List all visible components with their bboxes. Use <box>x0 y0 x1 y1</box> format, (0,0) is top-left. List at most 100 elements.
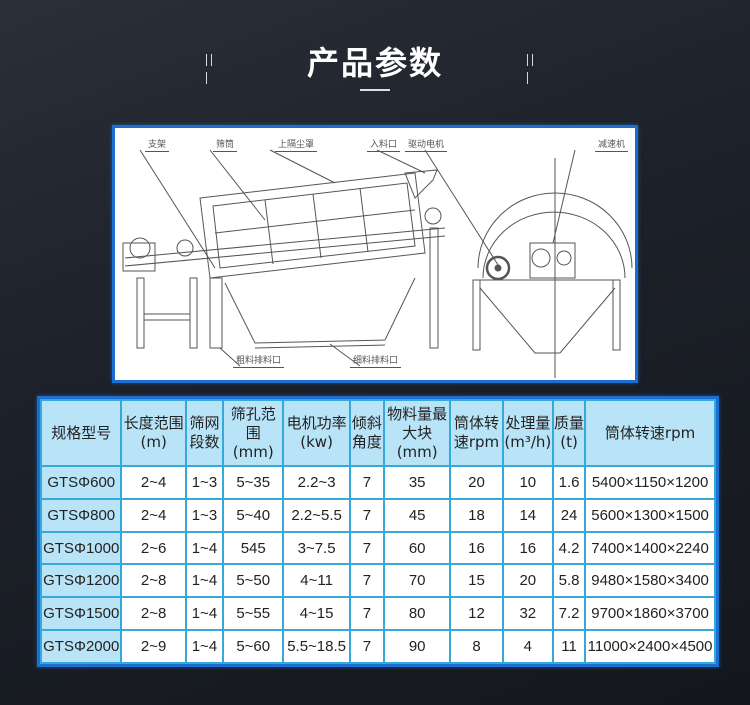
title-underline <box>360 89 390 91</box>
cell-drum-speed: 18 <box>449 497 504 533</box>
cell-aperture: 5~35 <box>222 465 285 500</box>
cell-tilt-angle: 7 <box>348 497 385 533</box>
col-header-motor-power: 电机功率(kw) <box>282 399 351 467</box>
cell-model: GTSΦ1200 <box>39 563 123 599</box>
col-header-length: 长度范围(m) <box>120 399 187 467</box>
cell-capacity: 32 <box>501 596 554 632</box>
cell-aperture: 545 <box>222 530 285 566</box>
cell-tilt-angle: 7 <box>348 563 385 599</box>
cell-weight: 24 <box>551 497 587 533</box>
decorative-ticks-right <box>527 53 541 84</box>
cell-model: GTSΦ2000 <box>39 629 123 664</box>
cell-screen-sections: 1~3 <box>184 497 225 533</box>
col-header-model: 规格型号 <box>39 399 123 467</box>
table-header-row: 规格型号 长度范围(m) 筛网段数 筛孔范围(mm) 电机功率(kw) 倾斜角度… <box>39 399 716 467</box>
cell-motor-power: 5.5~18.5 <box>282 629 351 664</box>
cell-length: 2~4 <box>120 497 187 533</box>
cell-dimensions: 5400×1150×1200 <box>584 465 716 500</box>
cell-capacity: 16 <box>501 530 554 566</box>
cell-dimensions: 9480×1580×3400 <box>584 563 716 599</box>
cell-max-lump: 60 <box>382 530 452 566</box>
decorative-ticks-left <box>206 53 220 84</box>
col-header-drum-speed: 筒体转速rpm <box>449 399 504 467</box>
cell-weight: 5.8 <box>551 563 587 599</box>
cell-tilt-angle: 7 <box>348 465 385 500</box>
cell-weight: 7.2 <box>551 596 587 632</box>
cell-length: 2~4 <box>120 465 187 500</box>
table-row: GTSΦ1200 2~8 1~4 5~50 4~11 7 70 15 20 5.… <box>39 563 716 599</box>
machine-diagram: 支架 筛筒 上隔尘罩 入料口 驱动电机 减速机 粗料排料口 细料排料口 <box>112 125 638 383</box>
cell-capacity: 4 <box>501 629 554 664</box>
cell-max-lump: 45 <box>382 497 452 533</box>
spec-table: 规格型号 长度范围(m) 筛网段数 筛孔范围(mm) 电机功率(kw) 倾斜角度… <box>39 399 716 664</box>
cell-aperture: 5~50 <box>222 563 285 599</box>
cell-motor-power: 3~7.5 <box>282 530 351 566</box>
table-row: GTSΦ1000 2~6 1~4 545 3~7.5 7 60 16 16 4.… <box>39 530 716 566</box>
trommel-drawing <box>122 149 633 378</box>
cell-motor-power: 4~11 <box>282 563 351 599</box>
cell-screen-sections: 1~4 <box>184 629 225 664</box>
cell-screen-sections: 1~4 <box>184 596 225 632</box>
cell-dimensions: 7400×1400×2240 <box>584 530 716 566</box>
col-header-capacity: 处理量(m³/h) <box>501 399 554 467</box>
col-header-screen-sections: 筛网段数 <box>184 399 225 467</box>
cell-model: GTSΦ1500 <box>39 596 123 632</box>
cell-length: 2~8 <box>120 596 187 632</box>
cell-capacity: 14 <box>501 497 554 533</box>
col-header-dimensions: 筒体转速rpm <box>584 399 716 467</box>
cell-model: GTSΦ800 <box>39 497 123 533</box>
cell-aperture: 5~55 <box>222 596 285 632</box>
table-row: GTSΦ1500 2~8 1~4 5~55 4~15 7 80 12 32 7.… <box>39 596 716 632</box>
cell-drum-speed: 8 <box>449 629 504 664</box>
cell-drum-speed: 15 <box>449 563 504 599</box>
col-header-max-lump: 物料量最大块(mm) <box>382 399 452 467</box>
cell-drum-speed: 16 <box>449 530 504 566</box>
cell-weight: 11 <box>551 629 587 664</box>
cell-motor-power: 2.2~5.5 <box>282 497 351 533</box>
label-reducer: 减速机 <box>595 140 629 152</box>
cell-length: 2~9 <box>120 629 187 664</box>
cell-aperture: 5~40 <box>222 497 285 533</box>
cell-dimensions: 9700×1860×3700 <box>584 596 716 632</box>
cell-tilt-angle: 7 <box>348 629 385 664</box>
label-dust-cover: 上隔尘罩 <box>275 140 318 152</box>
cell-dimensions: 11000×2400×4500 <box>584 629 716 664</box>
cell-drum-speed: 12 <box>449 596 504 632</box>
cell-capacity: 20 <box>501 563 554 599</box>
cell-capacity: 10 <box>501 465 554 500</box>
label-drum: 筛筒 <box>213 140 238 152</box>
cell-max-lump: 90 <box>382 629 452 664</box>
label-bracket: 支架 <box>145 140 170 152</box>
label-feed-inlet: 入料口 <box>367 140 401 152</box>
cell-motor-power: 2.2~3 <box>282 465 351 500</box>
cell-screen-sections: 1~4 <box>184 530 225 566</box>
label-fine-outlet: 细料排料口 <box>350 356 402 368</box>
label-drive-motor: 驱动电机 <box>405 140 448 152</box>
cell-max-lump: 35 <box>382 465 452 500</box>
cell-dimensions: 5600×1300×1500 <box>584 497 716 533</box>
cell-aperture: 5~60 <box>222 629 285 664</box>
table-row: GTSΦ2000 2~9 1~4 5~60 5.5~18.5 7 90 8 4 … <box>39 629 716 664</box>
cell-max-lump: 80 <box>382 596 452 632</box>
col-header-weight: 质量(t) <box>551 399 587 467</box>
col-header-aperture: 筛孔范围(mm) <box>222 399 285 467</box>
cell-model: GTSΦ600 <box>39 465 123 500</box>
table-row: GTSΦ600 2~4 1~3 5~35 2.2~3 7 35 20 10 1.… <box>39 465 716 500</box>
cell-screen-sections: 1~4 <box>184 563 225 599</box>
cell-length: 2~6 <box>120 530 187 566</box>
spec-table-container: 规格型号 长度范围(m) 筛网段数 筛孔范围(mm) 电机功率(kw) 倾斜角度… <box>37 396 719 667</box>
table-row: GTSΦ800 2~4 1~3 5~40 2.2~5.5 7 45 18 14 … <box>39 497 716 533</box>
cell-weight: 4.2 <box>551 530 587 566</box>
cell-drum-speed: 20 <box>449 465 504 500</box>
page-title: 产品参数 <box>306 44 443 82</box>
cell-screen-sections: 1~3 <box>184 465 225 500</box>
cell-tilt-angle: 7 <box>348 596 385 632</box>
col-header-tilt-angle: 倾斜角度 <box>348 399 385 467</box>
cell-length: 2~8 <box>120 563 187 599</box>
cell-motor-power: 4~15 <box>282 596 351 632</box>
cell-model: GTSΦ1000 <box>39 530 123 566</box>
label-coarse-outlet: 粗料排料口 <box>233 356 285 368</box>
cell-max-lump: 70 <box>382 563 452 599</box>
cell-tilt-angle: 7 <box>348 530 385 566</box>
cell-weight: 1.6 <box>551 465 587 500</box>
